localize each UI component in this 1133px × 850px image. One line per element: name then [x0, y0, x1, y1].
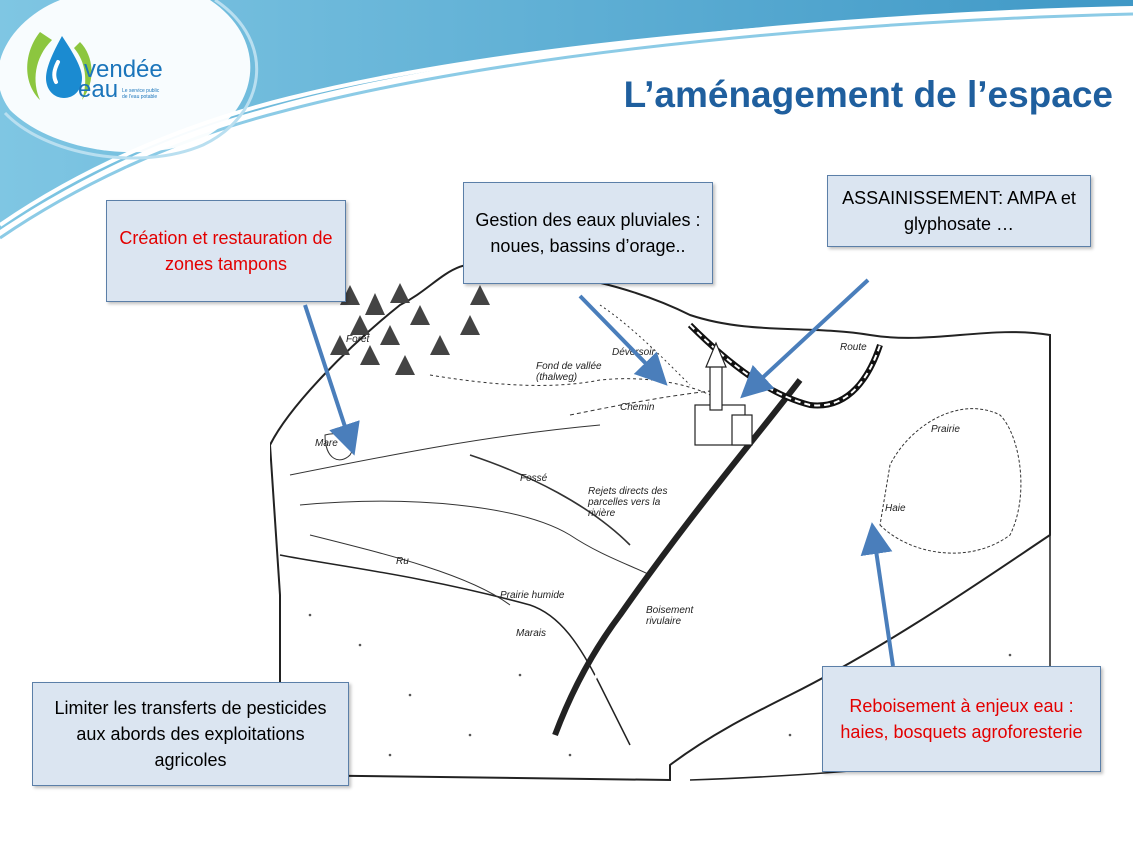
- callout-reboisement-text: Reboisement à enjeux eau : haies, bosque…: [840, 696, 1083, 742]
- callout-reboisement: Reboisement à enjeux eau : haies, bosque…: [822, 666, 1101, 772]
- callout-zones-tampons-text: Création et restauration de zones tampon…: [119, 228, 333, 274]
- logo-tagline: Le service public de l'eau potable: [122, 88, 160, 100]
- vendee-eau-logo: [22, 22, 222, 122]
- label-route: Route: [840, 342, 867, 353]
- callout-eaux-pluviales-text: Gestion des eaux pluviales : noues, bass…: [475, 210, 701, 256]
- header-banner: [0, 0, 1133, 240]
- label-ru: Ru: [396, 556, 409, 567]
- label-deversoir: Déversoir: [612, 347, 655, 358]
- logo-word-eau: eau: [78, 76, 119, 103]
- label-rejets: Rejets directs des parcelles vers la riv…: [588, 486, 668, 519]
- label-mare: Mare: [315, 438, 338, 449]
- label-prairie: Prairie: [931, 424, 960, 435]
- callout-eaux-pluviales: Gestion des eaux pluviales : noues, bass…: [463, 182, 713, 284]
- callout-zones-tampons: Création et restauration de zones tampon…: [106, 200, 346, 302]
- label-fosse: Fossé: [520, 473, 548, 484]
- label-haie: Haie: [885, 503, 906, 514]
- callout-assainissement-text: ASSAINISSEMENT: AMPA et glyphosate …: [842, 188, 1076, 234]
- callout-transferts-pesticides: Limiter les transferts de pesticides aux…: [32, 682, 349, 786]
- page-title: L’aménagement de l’espace: [623, 74, 1113, 115]
- label-boisement: Boisement rivulaire: [646, 605, 694, 627]
- logo-word-vendee: vendée: [84, 56, 163, 83]
- label-foret: Forêt: [346, 334, 370, 345]
- callout-assainissement: ASSAINISSEMENT: AMPA et glyphosate …: [827, 175, 1091, 247]
- label-marais: Marais: [516, 628, 547, 639]
- callout-transferts-pesticides-text: Limiter les transferts de pesticides aux…: [54, 698, 327, 770]
- label-fond-vallee: Fond de vallée (thalweg): [536, 361, 602, 383]
- label-chemin: Chemin: [620, 402, 655, 413]
- label-prairie-humide: Prairie humide: [500, 590, 565, 601]
- water-drop-icon: [27, 32, 92, 100]
